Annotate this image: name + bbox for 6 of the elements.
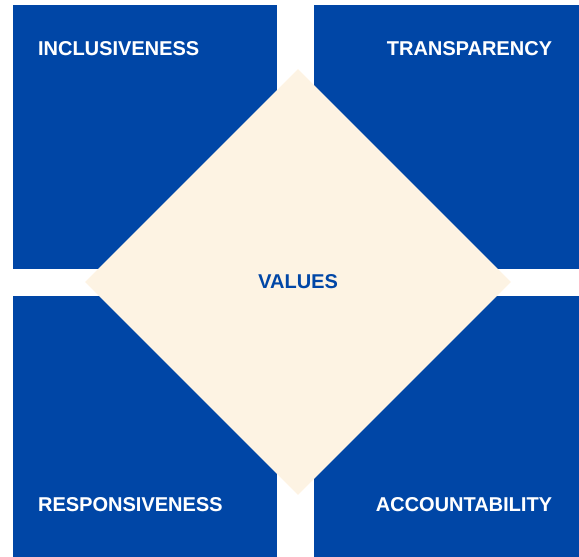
diamond-label: VALUES — [258, 270, 338, 294]
diamond-shape — [85, 69, 511, 495]
panel-title: TRANSPARENCY — [386, 37, 552, 61]
panel-title: RESPONSIVENESS — [38, 493, 223, 517]
panel-title: INCLUSIVENESS — [38, 37, 200, 61]
panel-title: ACCOUNTABILITY — [376, 493, 552, 517]
